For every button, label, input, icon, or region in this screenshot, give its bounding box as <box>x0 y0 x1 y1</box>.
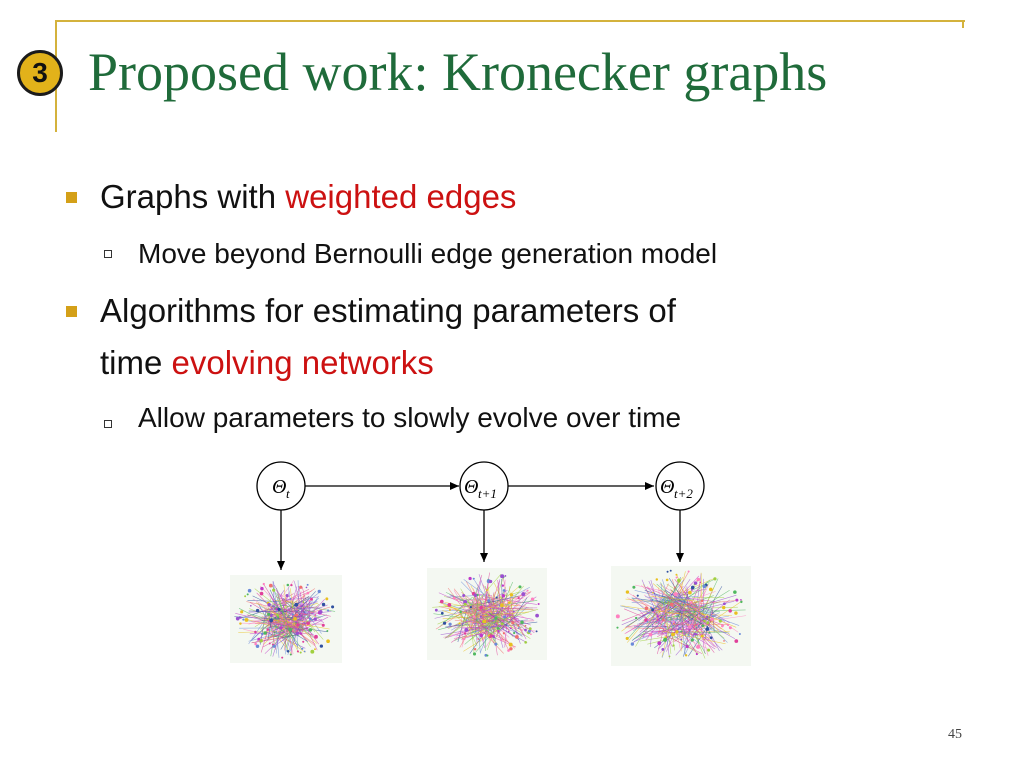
theta-subscript: t+2 <box>674 486 693 501</box>
theta-symbol: Θ <box>660 476 674 498</box>
theta-node-t2: Θ t+2 <box>655 461 705 511</box>
theta-symbol: Θ <box>272 476 286 498</box>
bullet-1-highlight: weighted edges <box>285 178 517 215</box>
bullet-2-line-2: time evolving networks <box>100 342 434 384</box>
theta-subscript: t+1 <box>478 486 497 501</box>
right-rule-tick <box>962 20 964 28</box>
bullet-marker-square <box>66 306 77 317</box>
theta-subscript: t <box>286 486 290 501</box>
sub-bullet-marker <box>104 420 112 428</box>
bullet-2-highlight: evolving networks <box>171 344 434 381</box>
slide-title: Proposed work: Kronecker graphs <box>88 42 828 102</box>
page-number: 45 <box>948 727 962 742</box>
section-number-badge: 3 <box>17 50 63 96</box>
theta-node-t: Θ t <box>256 461 306 511</box>
bullet-2-text: time <box>100 344 172 381</box>
network-graph-t <box>230 575 342 663</box>
theta-symbol: Θ <box>464 476 478 498</box>
network-graph-t1 <box>427 568 547 660</box>
bullet-marker-square <box>66 192 77 203</box>
sub-bullet-marker <box>104 250 112 258</box>
bullet-1: Graphs with weighted edges <box>100 176 516 218</box>
bullet-1-text: Graphs with <box>100 178 286 215</box>
bullet-2-line-1: Algorithms for estimating parameters of <box>100 292 676 329</box>
sub-bullet-2: Allow parameters to slowly evolve over t… <box>138 402 682 433</box>
sub-bullet-1: Move beyond Bernoulli edge generation mo… <box>138 238 718 269</box>
section-number: 3 <box>32 57 48 88</box>
network-graph-t2 <box>611 566 751 666</box>
top-rule <box>55 20 965 22</box>
theta-node-t1: Θ t+1 <box>459 461 509 511</box>
